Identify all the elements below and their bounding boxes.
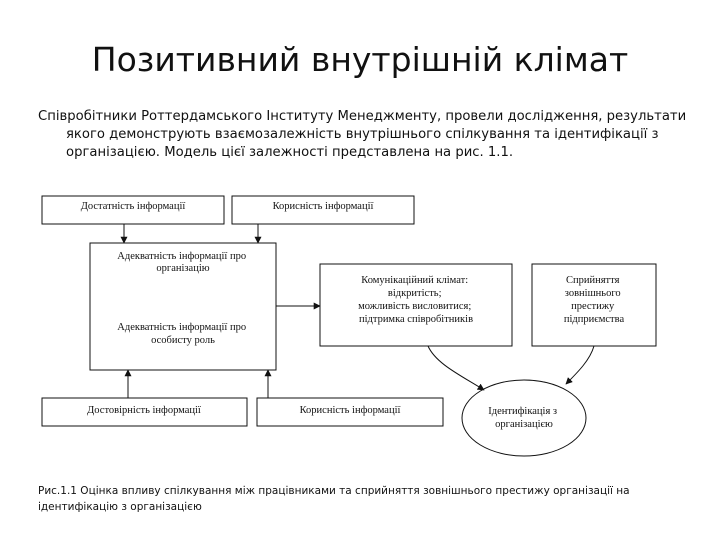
climate-line: відкритість;	[388, 288, 442, 299]
adequacy-box	[89, 242, 277, 371]
prestige-line: Сприйняття	[566, 275, 620, 286]
climate-line: Комунікаційний клімат:	[361, 275, 468, 286]
identification-line: організацією	[495, 419, 553, 430]
adequacy-role-line: особисту роль	[151, 335, 215, 346]
climate-line: можливість висловитися;	[358, 301, 471, 312]
identification-label: Ідентифікація з організацією	[488, 406, 559, 430]
prestige-label: Сприйняття зовнішнього престижу підприєм…	[564, 275, 625, 325]
usefulness-bottom-label: Корисність інформації	[300, 405, 401, 416]
reliability-box	[41, 397, 248, 427]
arrow-climate-to-identification	[427, 345, 485, 391]
adequacy-org-label: Адекватність інформації про організацію	[117, 251, 248, 274]
usefulness-bottom-box	[256, 397, 444, 427]
sufficiency-label: Достатність інформації	[81, 201, 186, 212]
reliability-label: Достовірність інформації	[87, 405, 201, 416]
adequacy-org-line: Адекватність інформації про	[117, 251, 246, 262]
prestige-line: підприємства	[564, 314, 625, 325]
intro-text: Співробітники Роттердамського Інституту …	[38, 108, 688, 162]
prestige-box	[531, 263, 657, 347]
usefulness-top-label: Корисність інформації	[273, 201, 374, 212]
climate-label: Комунікаційний клімат: відкритість; можл…	[358, 275, 474, 325]
adequacy-role-line: Адекватність інформації про	[117, 322, 246, 333]
identification-ellipse	[461, 379, 587, 457]
climate-line: підтримка співробітників	[359, 314, 473, 325]
intro-paragraph: Співробітники Роттердамського Інституту …	[38, 109, 687, 160]
climate-box	[319, 263, 513, 347]
figure-caption: Рис.1.1 Оцінка впливу спілкування між пр…	[38, 485, 630, 513]
slide-title: Позитивний внутрішній клімат	[91, 40, 629, 79]
prestige-line: зовнішнього	[565, 288, 621, 299]
adequacy-role-label: Адекватність інформації про особисту рол…	[117, 322, 248, 346]
usefulness-top-box	[231, 195, 415, 225]
sufficiency-box	[41, 195, 225, 225]
adequacy-org-line: організацію	[156, 263, 209, 274]
prestige-line: престижу	[571, 301, 615, 312]
identification-line: Ідентифікація з	[488, 406, 557, 417]
arrow-prestige-to-identification	[565, 345, 595, 385]
